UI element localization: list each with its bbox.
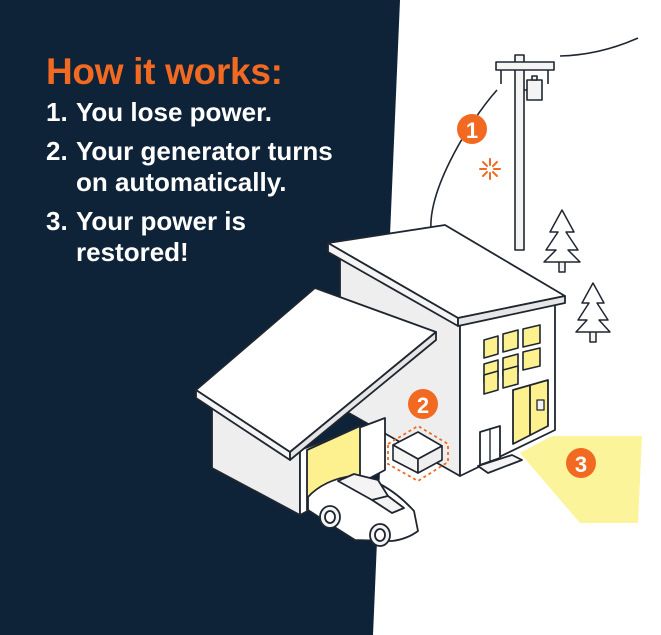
pine-tree-icon xyxy=(543,209,581,273)
utility-pole-icon xyxy=(495,54,555,251)
generator-highlight xyxy=(387,424,449,483)
step-text: Your generator turns on automatically. xyxy=(76,136,333,198)
spark-icon xyxy=(479,158,501,180)
page-title: How it works: xyxy=(46,51,283,92)
step-text: You lose power. xyxy=(76,97,272,128)
pine-tree-icon xyxy=(575,282,611,343)
step-number: 1. xyxy=(46,97,68,127)
step-text: Your power is restored! xyxy=(76,206,246,268)
badge-2-icon: 2 xyxy=(408,389,438,419)
badge-1-label: 1 xyxy=(466,118,478,143)
step-text-line: Your generator turns xyxy=(76,136,333,166)
step-text-line: restored! xyxy=(76,237,189,267)
badge-3-label: 3 xyxy=(575,452,587,477)
badge-1-icon: 1 xyxy=(457,114,487,144)
step-text-line: You lose power. xyxy=(76,97,273,127)
generator-icon xyxy=(392,431,443,474)
step-number: 2. xyxy=(46,136,68,166)
service-drop-cable xyxy=(430,89,498,241)
light-glow xyxy=(520,436,642,523)
step-text-line: Your power is xyxy=(76,206,246,236)
step-number: 3. xyxy=(46,206,68,236)
badge-3-icon: 3 xyxy=(566,448,596,478)
power-cable xyxy=(559,37,639,57)
badge-2-label: 2 xyxy=(417,393,429,418)
step-text-line: on automatically. xyxy=(76,167,287,197)
car-icon xyxy=(307,473,419,547)
